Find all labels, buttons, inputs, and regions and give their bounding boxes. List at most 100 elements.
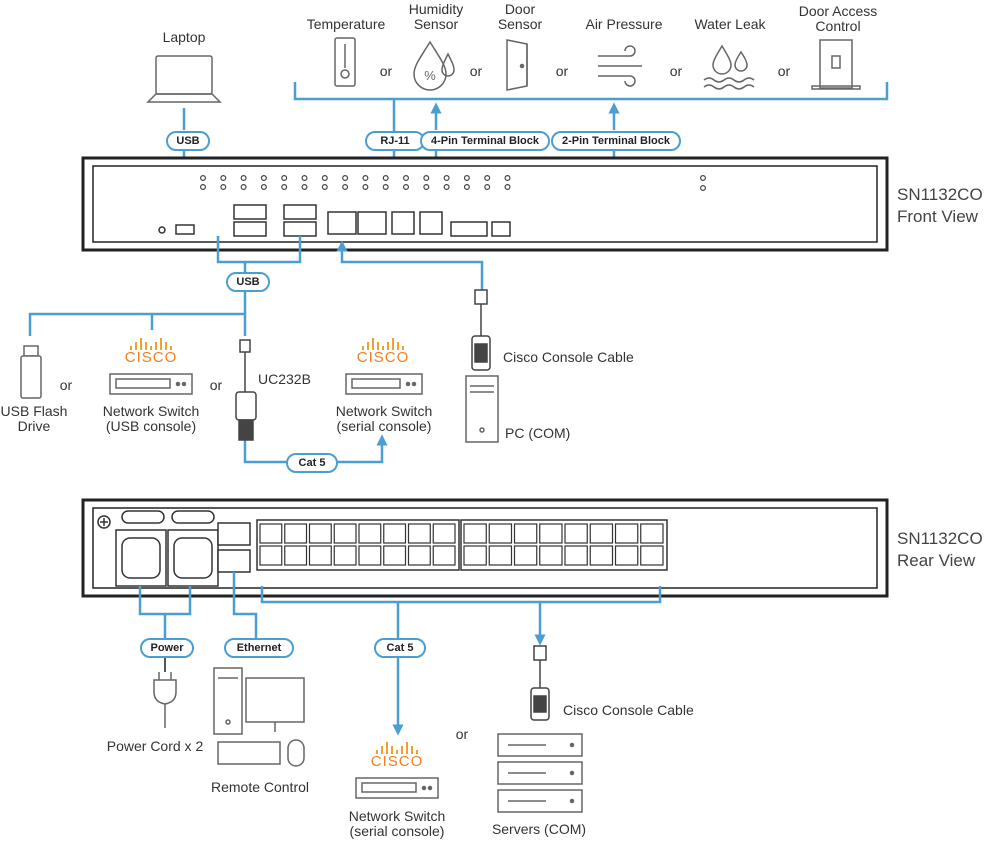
water-leak-label: Water Leak — [694, 16, 766, 32]
front-view-title: SN1132CO Front View — [897, 185, 983, 226]
svg-text:%: % — [424, 68, 436, 83]
remote-pc-icon — [213, 667, 305, 767]
cisco-logo: CISCO — [364, 742, 430, 769]
status-led — [443, 175, 450, 182]
status-led — [342, 175, 349, 182]
status-led — [301, 175, 308, 182]
console-port — [614, 545, 639, 566]
rear-links — [138, 572, 662, 736]
door-access-label: Door Access Control — [798, 3, 878, 34]
terminal-4pin-label: 4-Pin Terminal Block — [420, 131, 550, 151]
console-port — [432, 523, 456, 544]
rear-view-title: SN1132CO Rear View — [897, 529, 983, 570]
status-led — [504, 175, 511, 182]
air-pressure-label: Air Pressure — [585, 16, 663, 32]
terminal-2pin-label: 2-Pin Terminal Block — [551, 131, 681, 151]
cisco-console-cable-rear-icon — [530, 645, 550, 721]
console-port — [383, 545, 407, 566]
power-connector-label: Power — [140, 638, 194, 658]
status-led — [281, 175, 288, 182]
network-switch-serial-rear-label: Network Switch (serial console) — [348, 808, 446, 839]
status-led — [504, 184, 511, 191]
cisco-console-cable-rear-label: Cisco Console Cable — [563, 702, 694, 718]
cisco-logo: CISCO — [118, 338, 184, 365]
uc232b-adapter-icon — [235, 339, 257, 441]
status-led — [220, 184, 227, 191]
console-port — [407, 523, 431, 544]
status-led — [443, 184, 450, 191]
status-led — [342, 184, 349, 191]
console-port — [463, 523, 487, 544]
or-label: or — [469, 63, 483, 79]
status-led — [484, 175, 491, 182]
console-port — [539, 523, 563, 544]
uc232b-label: UC232B — [258, 371, 311, 387]
console-port — [488, 545, 513, 566]
door-access-icon — [811, 39, 861, 90]
status-led — [403, 175, 410, 182]
door-sensor-label: Door Sensor — [497, 1, 543, 32]
front-led-grid — [200, 175, 706, 192]
console-port — [564, 545, 588, 566]
door-sensor-icon — [506, 39, 528, 91]
power-cord-label: Power Cord x 2 — [106, 738, 204, 754]
usb-hub-label: USB — [226, 272, 270, 292]
console-port — [640, 545, 664, 566]
console-port — [284, 523, 308, 544]
power-led — [699, 185, 706, 192]
or-label: or — [777, 63, 791, 79]
cisco-console-cable-front-label: Cisco Console Cable — [503, 349, 634, 365]
console-port — [432, 545, 456, 566]
status-led — [200, 184, 207, 191]
console-port — [308, 545, 332, 566]
usb-flash-drive-icon — [20, 345, 42, 399]
status-led — [200, 175, 207, 182]
or-label: or — [455, 726, 469, 742]
cisco-console-cable-front-icon — [471, 289, 491, 371]
status-led — [260, 175, 267, 182]
status-led — [382, 175, 389, 182]
status-led — [382, 184, 389, 191]
status-led — [321, 184, 328, 191]
console-port — [589, 545, 614, 566]
network-switch-serial-rear-icon — [355, 777, 439, 799]
console-port — [358, 545, 382, 566]
console-port — [259, 523, 283, 544]
air-pressure-icon — [598, 45, 642, 87]
laptop-icon — [146, 55, 222, 103]
console-port — [488, 523, 513, 544]
console-port — [333, 523, 357, 544]
status-led — [321, 175, 328, 182]
console-port — [539, 545, 563, 566]
usb-connector-label: USB — [166, 131, 210, 151]
status-led — [362, 184, 369, 191]
humidity-label: Humidity Sensor — [408, 1, 464, 32]
cisco-logo: CISCO — [350, 338, 416, 365]
status-led — [423, 175, 430, 182]
console-port — [614, 523, 639, 544]
console-port — [358, 523, 382, 544]
front-links — [28, 236, 484, 464]
water-leak-icon — [703, 44, 755, 90]
status-led — [260, 184, 267, 191]
console-port — [333, 545, 357, 566]
ethernet-connector-label: Ethernet — [224, 638, 294, 658]
status-led — [463, 175, 470, 182]
cisco-wordmark: CISCO — [124, 349, 178, 366]
console-port — [383, 523, 407, 544]
console-port — [284, 545, 308, 566]
console-port — [407, 545, 431, 566]
status-led — [240, 184, 247, 191]
power-plug-icon — [153, 672, 177, 728]
status-led — [403, 184, 410, 191]
network-switch-usb-icon — [109, 373, 193, 395]
network-switch-serial-front-label: Network Switch (serial console) — [335, 403, 433, 434]
cisco-wordmark: CISCO — [370, 753, 424, 770]
console-port — [463, 545, 487, 566]
status-led — [423, 184, 430, 191]
power-led — [699, 175, 706, 182]
network-switch-serial-front-icon — [345, 373, 423, 395]
humidity-icon: % — [413, 40, 455, 91]
laptop-label: Laptop — [162, 29, 206, 45]
